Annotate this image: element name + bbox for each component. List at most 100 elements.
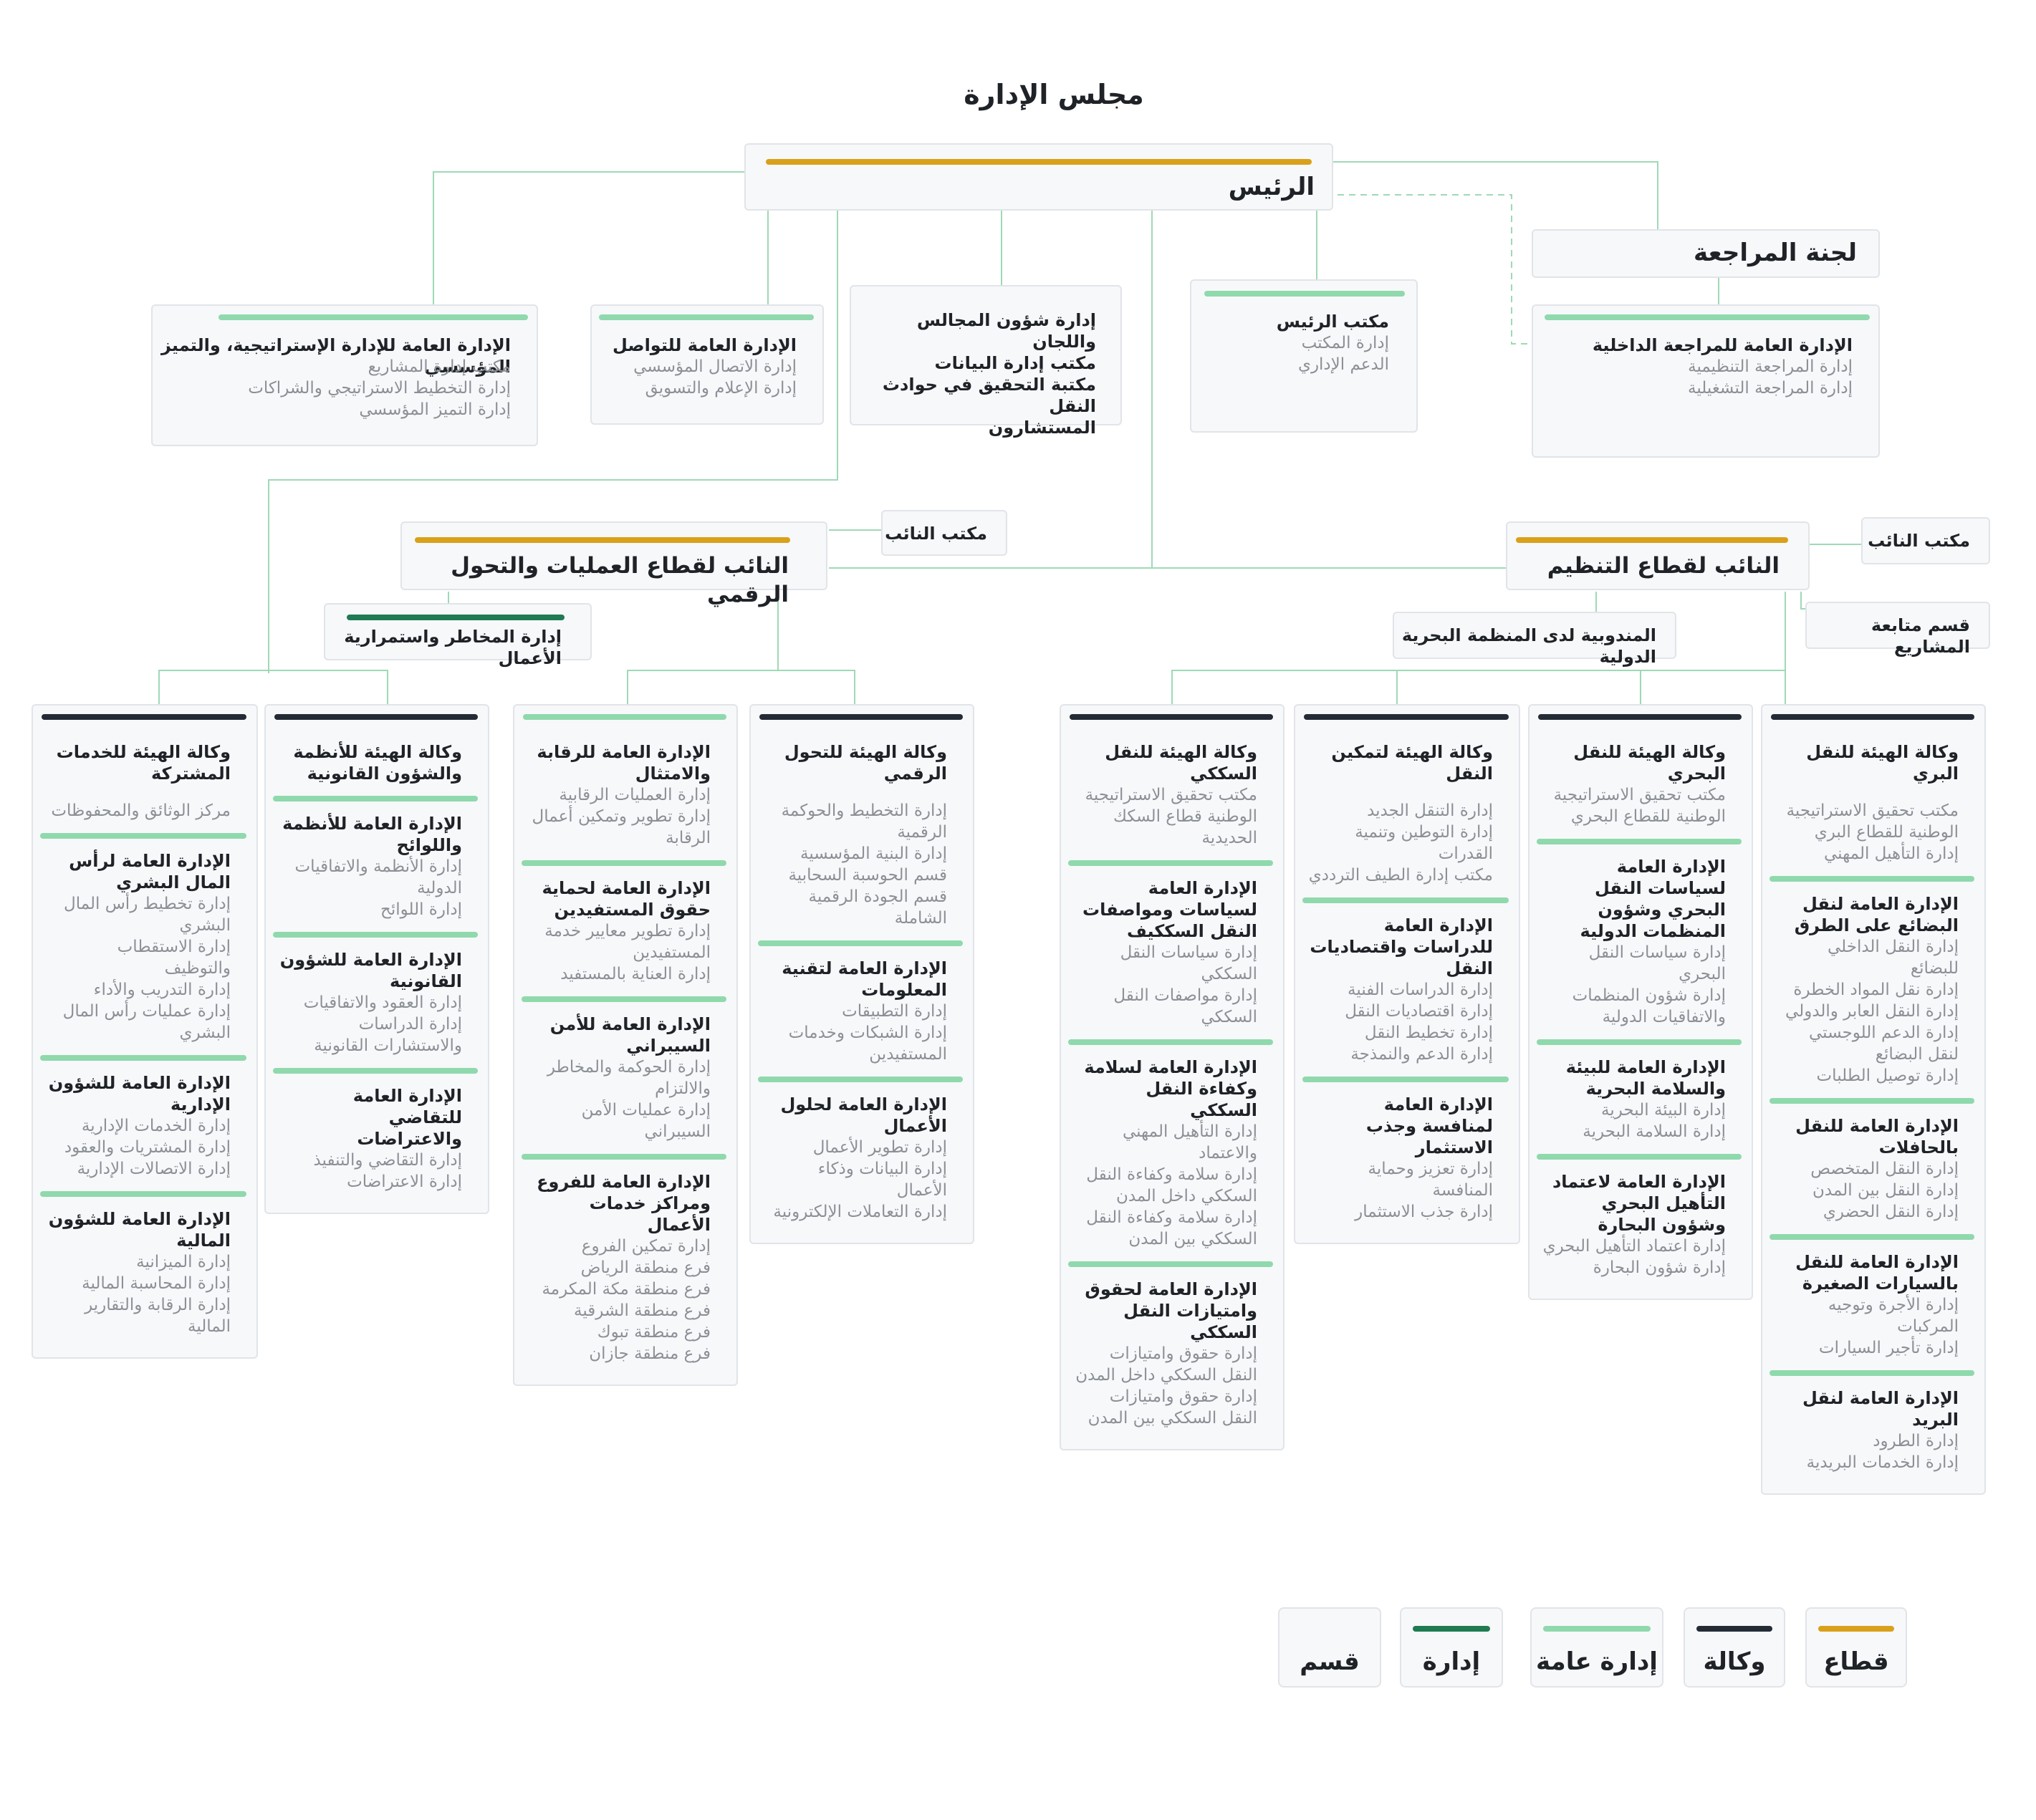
unit-item: إدارة البنية المؤسسية bbox=[800, 844, 947, 863]
unit-item: إدارة البيئة البحرية bbox=[1601, 1101, 1726, 1120]
unit-section: الإدارة العامة لمنافسة وجذب الاستثمار إدا… bbox=[1308, 1094, 1493, 1223]
unit-item: مكتبة التحقيق في حوادث النقل bbox=[882, 375, 1096, 416]
unit-item: إدارة المشتريات والعقود bbox=[64, 1138, 231, 1157]
sector-bar bbox=[1516, 537, 1788, 543]
projects-section-name: قسم متابعة المشاريع bbox=[1871, 615, 1970, 657]
unit-item: إدارة اعتماد التأهيل البحري bbox=[1542, 1237, 1726, 1256]
general-admin-bar bbox=[219, 314, 528, 320]
unit-item: إدارة المكتب bbox=[1301, 334, 1389, 352]
legend-label: إدارة bbox=[1422, 1647, 1481, 1676]
unit-item: إدارة الدراسات الفنية bbox=[1348, 981, 1493, 999]
unit-item: إدارة النقل المتخصص bbox=[1810, 1160, 1959, 1178]
legend-sector: قطاع bbox=[1805, 1607, 1907, 1687]
legend-swatch bbox=[1413, 1626, 1490, 1632]
unit-section: الإدارة العامة لسياسات النقل البحري وشؤو… bbox=[1542, 856, 1726, 1028]
connector bbox=[778, 670, 855, 704]
strategy-unit-box: الإدارة العامة للإدارة الإستراتيجية، وال… bbox=[151, 304, 538, 446]
unit-item: إدارة سلامة وكفاءة النقل السككي داخل الم… bbox=[1086, 1165, 1257, 1205]
projects-section-box: قسم متابعة المشاريع bbox=[1805, 602, 1990, 657]
unit-section: الإدارة العامة لسياسات ومواصفات النقل ال… bbox=[1074, 877, 1257, 1028]
unit-item: إدارة التعاملات الإلكترونية bbox=[773, 1203, 947, 1221]
unit-item: الدعم الإداري bbox=[1297, 355, 1389, 374]
column-top-bar bbox=[274, 714, 478, 720]
unit-item: إدارة التميز المؤسسي bbox=[359, 400, 511, 419]
general-admin-bar bbox=[1204, 291, 1405, 297]
unit-heading: الإدارة العامة لمنافسة وجذب الاستثمار bbox=[1365, 1094, 1493, 1157]
unit-item: إدارة سياسات النقل البحري bbox=[1588, 943, 1726, 983]
legend-agency: وكالة bbox=[1684, 1607, 1785, 1687]
unit-heading: الإدارة العامة لحقوق وامتيازات النقل الس… bbox=[1085, 1279, 1257, 1342]
unit-item: إدارة اللوائح bbox=[380, 900, 462, 919]
unit-item: إدارة جذب الاستثمار bbox=[1355, 1203, 1493, 1221]
connector bbox=[268, 211, 838, 673]
column-top-bar bbox=[1304, 714, 1509, 720]
unit-item: إدارة تمكين الفروع bbox=[581, 1237, 711, 1256]
agency-column: وكالة الهيئة للأنظمة والشؤون القانونية ال… bbox=[264, 704, 489, 1214]
unit-heading: الإدارة العامة لسلامة وكفاءة النقل السكك… bbox=[1084, 1057, 1257, 1120]
unit-heading: وكالة الهيئة للتحول الرقمي bbox=[784, 742, 947, 784]
imo-delegation-box: المندوبية لدى المنظمة البحرية الدولية bbox=[1393, 612, 1676, 667]
department-bar bbox=[347, 615, 565, 620]
unit-heading: وكالة الهيئة للنقل السككي bbox=[1105, 742, 1257, 784]
unit-item: مكتب إدارة البيانات bbox=[934, 353, 1096, 373]
unit-item: إدارة الخدمات البريدية bbox=[1806, 1453, 1959, 1472]
unit-item: فرع منطقة تبوك bbox=[597, 1323, 711, 1342]
general-admin-bar bbox=[1770, 876, 1974, 882]
unit-item: إدارة الأجرة وتوجيه المركبات bbox=[1828, 1296, 1959, 1336]
general-admin-bar bbox=[1770, 1098, 1974, 1104]
communication-unit-name: الإدارة العامة للتواصل bbox=[612, 335, 797, 355]
communication-unit-items: إدارة الاتصال المؤسسي إدارة الإعلام والت… bbox=[633, 356, 797, 399]
unit-item: إدارة المراجعة التشغيلية bbox=[1688, 379, 1853, 398]
unit-heading: الإدارة العامة للشؤون الإدارية bbox=[48, 1073, 231, 1114]
general-admin-bar bbox=[1537, 1039, 1742, 1045]
unit-heading: الإدارة العامة لتقنية المعلومات bbox=[782, 958, 947, 1000]
unit-heading: الإدارة العامة للبيئة والسلامة البحرية bbox=[1565, 1057, 1726, 1099]
unit-section: الإدارة العامة للدراسات واقتصاديات النقل… bbox=[1308, 915, 1493, 1065]
boards-unit-box: إدارة شؤون المجالس واللجان مكتب إدارة ال… bbox=[850, 285, 1122, 438]
general-admin-bar bbox=[40, 1055, 246, 1061]
legend-label: إدارة عامة bbox=[1536, 1647, 1658, 1676]
unit-item: إدارة الاعتراضات bbox=[347, 1173, 462, 1191]
unit-item: إدارة تخطيط النقل bbox=[1364, 1024, 1493, 1042]
unit-heading: الإدارة العامة للدراسات واقتصاديات النقل bbox=[1310, 915, 1493, 978]
unit-item: إدارة العناية بالمستفيد bbox=[560, 965, 711, 983]
spacer bbox=[1308, 784, 1493, 800]
connector bbox=[158, 670, 269, 704]
unit-item: إدارة الاستقطاب والتوظيف bbox=[117, 938, 231, 978]
unit-heading: الإدارة العامة لسياسات النقل البحري وشؤو… bbox=[1580, 857, 1726, 941]
unit-heading: الإدارة العامة للشؤون المالية bbox=[48, 1209, 231, 1251]
unit-item: إدارة التخطيط الاستراتيجي والشراكات bbox=[248, 379, 511, 398]
unit-section: وكالة الهيئة للأنظمة والشؤون القانونية bbox=[279, 741, 462, 784]
unit-item: مكتب تحقيق الاستراتيجية الوطنية للقطاع ا… bbox=[1553, 786, 1726, 826]
legend-department: إدارة bbox=[1400, 1607, 1503, 1687]
sector-bar bbox=[766, 159, 1312, 165]
general-admin-bar bbox=[1068, 1261, 1273, 1267]
general-admin-bar bbox=[1770, 1370, 1974, 1376]
unit-item: إدارة الطرود bbox=[1873, 1432, 1959, 1450]
unit-item: إدارة الأنظمة والاتفاقيات الدولية bbox=[294, 857, 462, 897]
president-office-box: مكتب الرئيس إدارة المكتب الدعم الإداري bbox=[1190, 279, 1418, 433]
general-admin-bar bbox=[1302, 897, 1509, 903]
general-admin-bar bbox=[273, 932, 478, 938]
unit-item: إدارة المحاسبة المالية bbox=[82, 1274, 231, 1293]
unit-item: إدارة البيانات وذكاء الأعمال bbox=[817, 1160, 947, 1200]
unit-heading: وكالة الهيئة للنقل البري bbox=[1806, 742, 1959, 784]
general-admin-bar bbox=[1302, 1077, 1509, 1082]
president-label: الرئيس bbox=[1228, 173, 1315, 201]
unit-item: إدارة اقتصاديات النقل bbox=[1345, 1002, 1493, 1021]
unit-heading: الإدارة العامة للفروع ومراكز خدمات الأعم… bbox=[537, 1172, 711, 1235]
unit-item: إدارة نقل المواد الخطرة bbox=[1793, 981, 1959, 999]
unit-heading: الإدارة العامة للنقل بالحافلات bbox=[1795, 1116, 1959, 1157]
general-admin-bar bbox=[40, 833, 246, 839]
